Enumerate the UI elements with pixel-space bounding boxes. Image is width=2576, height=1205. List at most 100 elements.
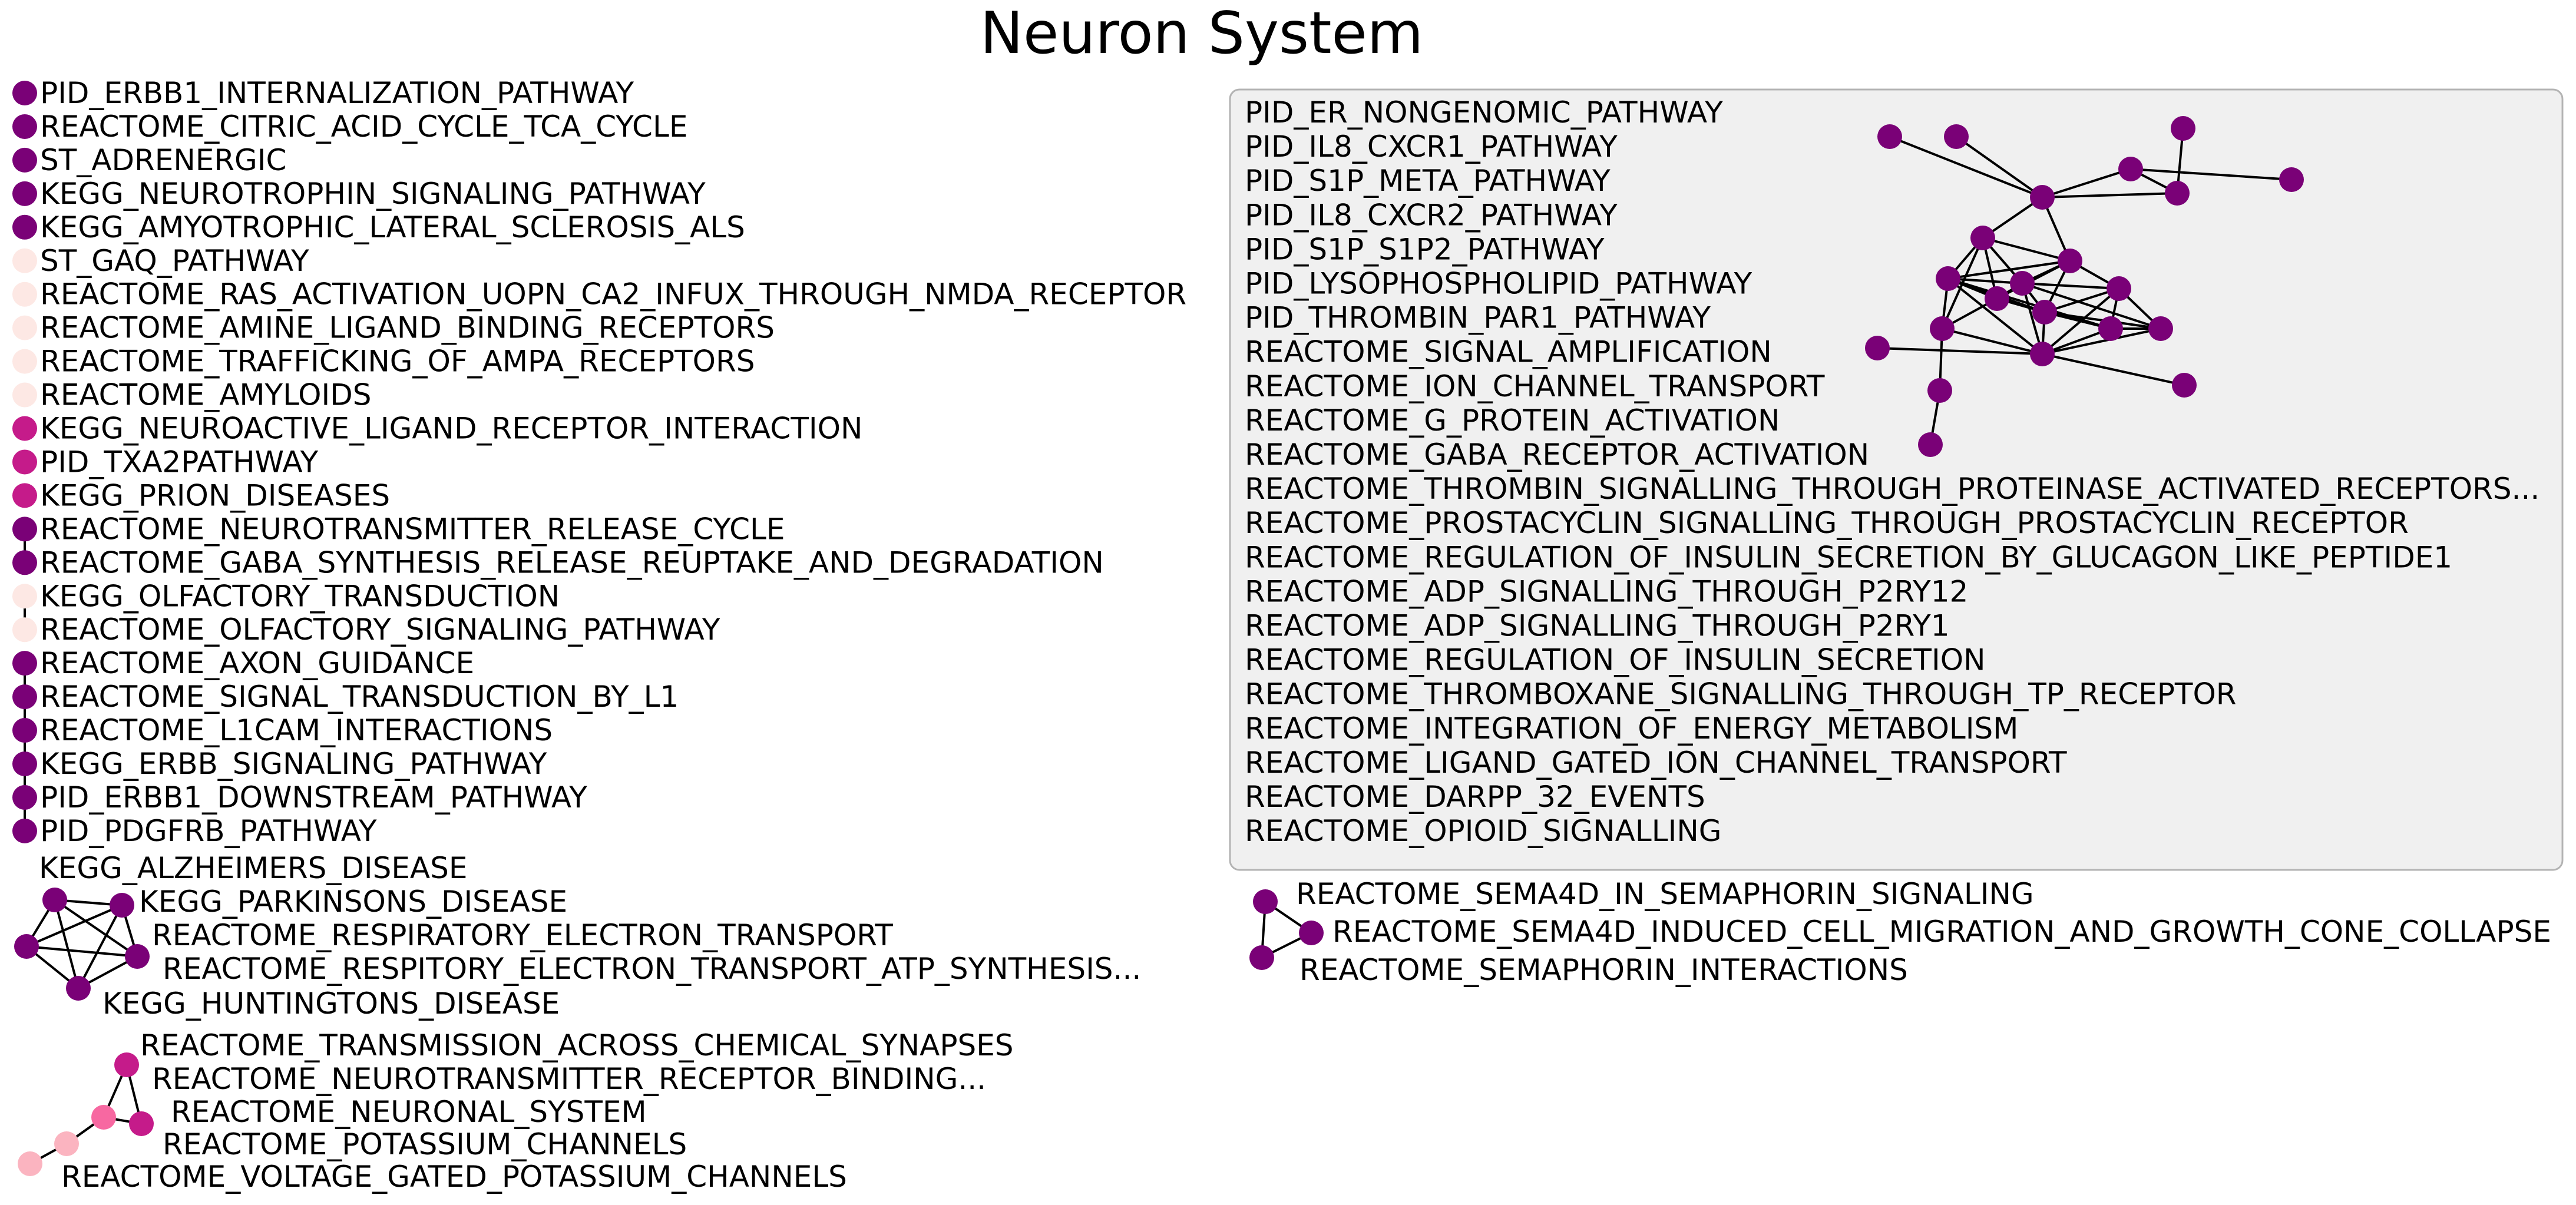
graph-node [2030,185,2055,210]
graph-node [12,651,37,676]
graph-edge [1877,347,2043,355]
graph-node [1253,889,1278,914]
graph-edge [2044,287,2119,313]
graph-node [2098,316,2123,341]
graph-edge [1942,327,2043,355]
graph-edge [2022,282,2119,290]
node-label: REACTOME_GABA_SYNTHESIS_RELEASE_REUPTAKE… [40,545,1104,580]
node-label: REACTOME_RAS_ACTIVATION_UOPN_CA2_INFUX_T… [40,277,1186,312]
node-label: REACTOME_ADP_SIGNALLING_THROUGH_P2RY12 [1245,574,1968,608]
graph-node [12,114,37,139]
graph-edge [26,904,123,948]
graph-node [18,1151,42,1176]
node-label: REACTOME_AXON_GUIDANCE [40,646,474,680]
node-label: KEGG_ERBB_SIGNALING_PATHWAY [40,747,547,781]
node-label: REACTOME_SEMA4D_INDUCED_CELL_MIGRATION_A… [1332,915,2551,949]
graph-node [125,944,150,969]
node-label: PID_IL8_CXCR2_PATHWAY [1245,198,1618,232]
node-label: PID_S1P_S1P2_PATHWAY [1245,232,1605,266]
graph-node [2030,342,2055,366]
graph-node [12,517,37,542]
disease-cluster: KEGG_ALZHEIMERS_DISEASEKEGG_PARKINSONS_D… [14,851,1141,1021]
node-label: REACTOME_REGULATION_OF_INSULIN_SECRETION… [1245,540,2452,574]
graph-node [1970,226,1995,250]
graph-node [66,976,91,1001]
node-label: REACTOME_ADP_SIGNALLING_THROUGH_P2RY1 [1245,609,1950,643]
node-label: PID_LYSOPHOSPHOLIPID_PATHWAY [1245,267,1752,301]
graph-node [2118,157,2143,181]
node-label: REACTOME_L1CAM_INTERACTIONS [40,713,553,747]
node-label: KEGG_ALZHEIMERS_DISEASE [39,851,467,885]
node-label: PID_ERBB1_INTERNALIZATION_PATHWAY [40,76,634,110]
graph-node [2032,300,2057,325]
graph-node [12,282,37,307]
node-label: REACTOME_VOLTAGE_GATED_POTASSIUM_CHANNEL… [61,1160,847,1194]
node-label: REACTOME_TRANSMISSION_ACROSS_CHEMICAL_SY… [140,1028,1014,1062]
signaling-cluster-panel: PID_ER_NONGENOMIC_PATHWAYPID_IL8_CXCR1_P… [1229,88,2564,871]
graph-node [2148,316,2173,341]
node-label: KEGG_PARKINSONS_DISEASE [139,885,567,919]
graph-edge [1947,260,2071,280]
graph-node [2058,249,2082,273]
node-label: REACTOME_TRAFFICKING_OF_AMPA_RECEPTORS [40,345,755,379]
node-label: REACTOME_THROMBIN_SIGNALLING_THROUGH_PRO… [1245,472,2539,506]
graph-edge [26,945,138,958]
node-label: REACTOME_GABA_RECEPTOR_ACTIVATION [1245,438,1869,472]
graph-node [110,893,134,918]
graph-node [12,248,37,273]
semaphorin-cluster: REACTOME_SEMA4D_IN_SEMAPHORIN_SIGNALING R… [1249,877,2551,987]
graph-node [12,382,37,408]
node-label: KEGG_NEUROTROPHIN_SIGNALING_PATHWAY [40,177,706,211]
page-title: Neuron System [980,0,1424,67]
graph-node [12,718,37,743]
node-label: KEGG_NEUROACTIVE_LIGAND_RECEPTOR_INTERAC… [40,412,862,446]
graph-edge [2130,168,2292,181]
node-label: ST_ADRENERGIC [40,143,286,177]
node-label: REACTOME_SIGNAL_AMPLIFICATION [1245,335,1772,369]
graph-node [1944,124,1969,149]
synapse-cluster: REACTOME_TRANSMISSION_ACROSS_CHEMICAL_SY… [18,1028,1014,1194]
node-label: PID_TXA2PATHWAY [40,445,319,479]
node-label: REACTOME_RESPITORY_ELECTRON_TRANSPORT_AT… [163,952,1141,986]
graph-node [54,1131,79,1156]
graph-node [12,617,37,643]
graph-node [1249,945,1274,970]
node-label: REACTOME_G_PROTEIN_ACTIVATION [1245,403,1780,438]
graph-node [12,147,37,173]
graph-node [12,315,37,340]
graph-node [1985,286,2009,311]
graph-edge [1889,135,2043,198]
graph-node [12,214,37,240]
node-label: REACTOME_OLFACTORY_SIGNALING_PATHWAY [40,613,720,647]
graph-node [12,784,37,810]
graph-node [2171,116,2195,141]
panel-graph [1865,116,2304,457]
node-label: PID_IL8_CXCR1_PATHWAY [1245,130,1618,164]
graph-node [12,81,37,105]
graph-edge [2041,287,2120,355]
graph-edge [2042,327,2161,355]
node-label: REACTOME_DARPP_32_EVENTS [1245,780,1705,814]
graph-edge [1982,237,2071,262]
graph-edge [2042,353,2185,386]
graph-node [114,1052,139,1077]
node-label: REACTOME_NEUROTRANSMITTER_RELEASE_CYCLE [40,512,785,546]
node-label: PID_ER_NONGENOMIC_PATHWAY [1245,95,1723,130]
graph-node [12,550,37,575]
graph-node [42,888,67,912]
graph-node [1918,432,1943,457]
left-node-list: PID_ERBB1_INTERNALIZATION_PATHWAY REACTOM… [12,76,1186,848]
graph-edge [1941,237,1984,329]
node-label: REACTOME_OPIOID_SIGNALLING [1245,814,1722,848]
graph-node [12,752,37,776]
graph-node [2172,373,2197,398]
node-label: REACTOME_REGULATION_OF_INSULIN_SECRETION [1245,643,1985,677]
node-label: PID_S1P_META_PATHWAY [1245,164,1611,198]
graph-node [1927,378,1952,403]
graph-node [12,483,37,508]
graph-node [1299,921,1324,945]
node-label: REACTOME_SEMAPHORIN_INTERACTIONS [1299,953,1908,987]
node-label: PID_THROMBIN_PAR1_PATHWAY [1245,301,1711,335]
node-label: REACTOME_SEMA4D_IN_SEMAPHORIN_SIGNALING [1296,877,2034,911]
